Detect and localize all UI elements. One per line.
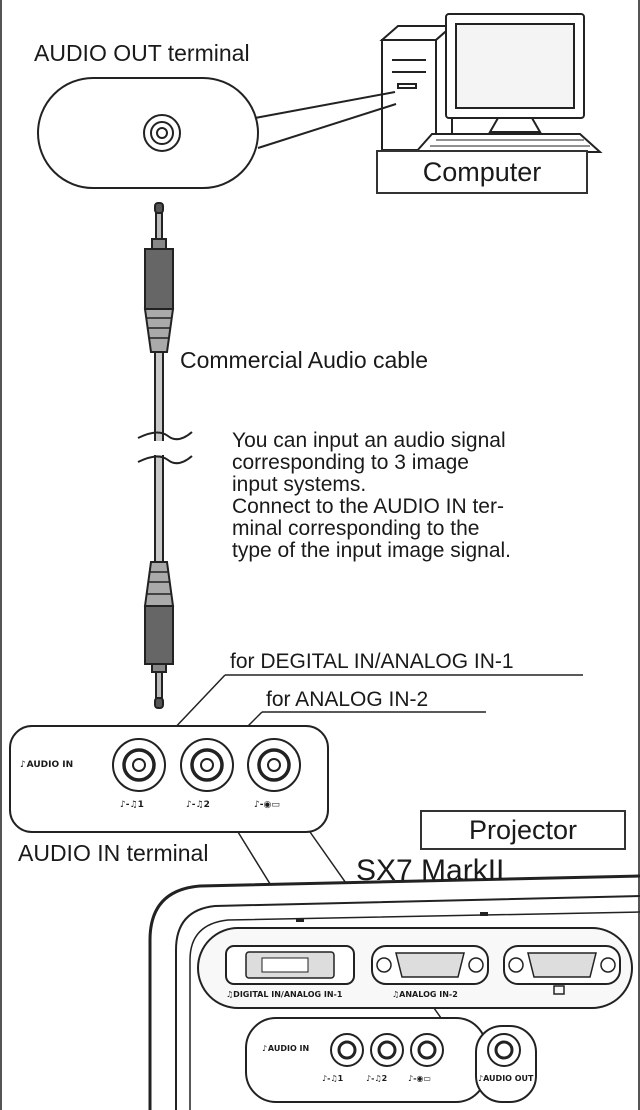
vga-port-2-icon [503,945,621,985]
upper-jack3-label: ♪-◉▭ [254,800,280,810]
audio-in-terminal-label: AUDIO IN terminal [18,840,209,866]
audio-out-jack-icon [143,114,181,152]
dvi-port-icon [225,945,355,985]
audio-in-jack-1 [112,738,166,792]
projector-label-box: Projector [420,810,626,850]
computer-label: Computer [422,157,542,187]
monitor-out-icon [553,985,565,995]
vga-port-1-icon [371,945,489,985]
lower-jack2-label: ♪-♫2 [366,1074,388,1083]
audio-cable-illustration [137,202,193,709]
audio-in-jack-3 [247,738,301,792]
computer-illustration [379,13,603,153]
lower-jack3-label: ♪-◉▭ [408,1074,431,1083]
for-digital-analog1-label: for DEGITAL IN/ANALOG IN-1 [230,650,514,673]
lower-jack1-label: ♪-♫1 [322,1074,344,1083]
for-analog2-label: for ANALOG IN-2 [266,688,429,711]
upper-jack1-label: ♪-♫1 [120,800,144,810]
computer-label-box: Computer [376,150,588,194]
projector-label: Projector [468,815,578,845]
upper-audio-in-label: ♪ AUDIO IN [20,760,74,770]
audio-in-jack-2 [180,738,234,792]
upper-jack2-label: ♪-♫2 [186,800,210,810]
instruction-text: You can input an audio signal correspond… [232,429,512,562]
lower-analog2-label: ♫ANALOG IN-2 [392,990,458,999]
lower-audio-in-label: ♪ AUDIO IN [262,1044,310,1053]
model-label: SX7 MarkII [356,854,505,887]
audio-in-panel-upper [9,725,329,833]
audio-in-panel-lower [245,1017,537,1103]
audio-out-terminal-label: AUDIO OUT terminal [34,40,250,66]
commercial-audio-cable-label: Commercial Audio cable [180,347,429,373]
lower-digital-analog-label: ♫DIGITAL IN/ANALOG IN-1 [226,990,343,999]
audio-out-terminal-callout [37,77,397,189]
lower-audio-out-label: ♪AUDIO OUT [478,1074,534,1083]
